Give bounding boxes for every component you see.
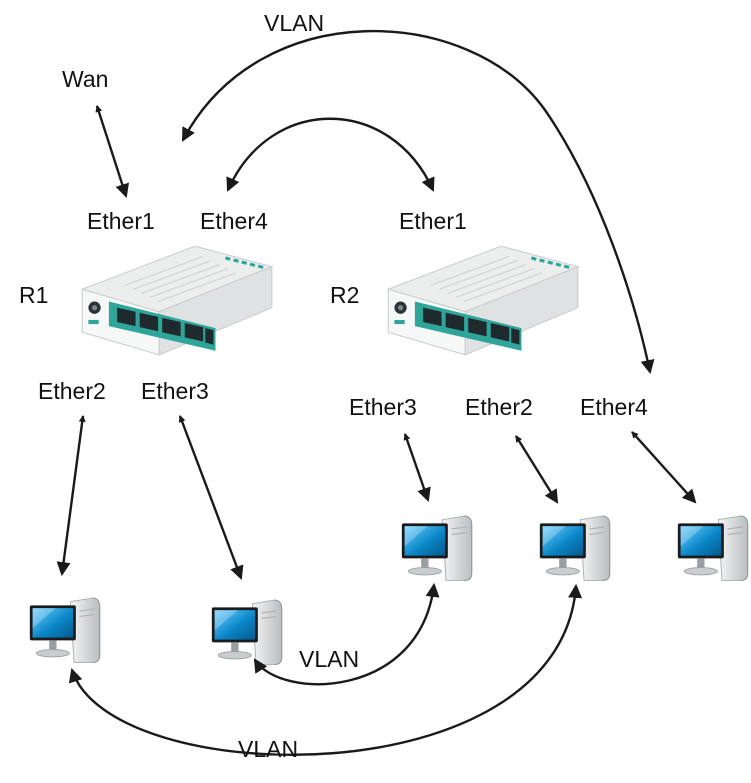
links	[56, 29, 697, 756]
r1-ether1-label: Ether1	[87, 208, 155, 234]
vlan-label-middle: VLAN	[299, 646, 359, 672]
double-arrow-icon	[226, 117, 435, 192]
computer-icon	[29, 597, 101, 663]
router-icon	[81, 245, 273, 356]
r2-ether1-label: Ether1	[399, 208, 467, 234]
double-arrow-icon	[181, 29, 655, 375]
r1-ether4-label: Ether4	[200, 208, 268, 234]
double-arrow-icon	[514, 435, 559, 504]
vlan-label-bottom: VLAN	[238, 736, 298, 762]
r2-ether3-label: Ether3	[349, 394, 417, 420]
r1-label: R1	[19, 282, 48, 308]
computer-icon	[539, 515, 611, 581]
computer-icon	[211, 599, 283, 665]
computer-icon	[677, 515, 749, 581]
r2-ether4-label: Ether4	[580, 394, 648, 420]
wan-label: Wan	[62, 66, 108, 92]
double-arrow-icon	[178, 415, 244, 580]
router-icon	[387, 245, 579, 356]
double-arrow-icon	[95, 105, 130, 198]
double-arrow-icon	[68, 583, 583, 756]
computer-icon	[401, 515, 473, 581]
r2-ether2-label: Ether2	[465, 394, 533, 420]
r1-ether2-label: Ether2	[38, 378, 106, 404]
double-arrow-icon	[403, 433, 431, 502]
vlan-label-top: VLAN	[264, 10, 324, 36]
r1-ether3-label: Ether3	[141, 378, 209, 404]
r2-label: R2	[330, 282, 359, 308]
double-arrow-icon	[631, 431, 697, 504]
double-arrow-icon	[56, 414, 86, 577]
